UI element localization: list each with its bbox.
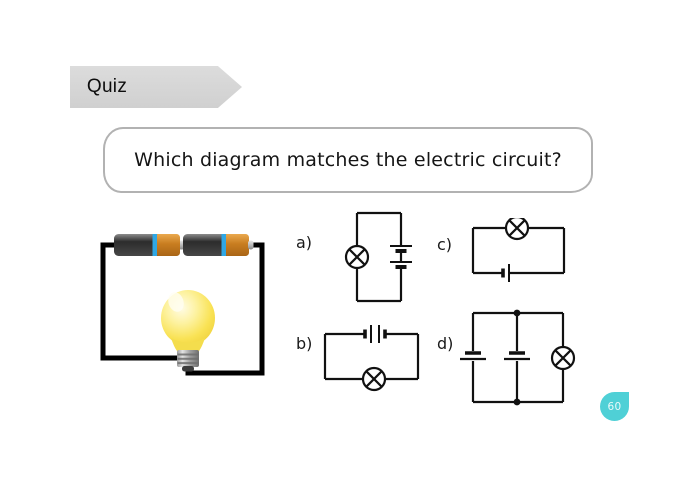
lamp-symbol: [550, 345, 576, 371]
battery-symbol: [501, 264, 510, 282]
circuit-illustration: [100, 234, 265, 376]
junction-dot: [513, 398, 521, 406]
lamp-symbol: [504, 218, 530, 241]
bulb-highlight: [168, 292, 184, 312]
diagram-b: [323, 325, 420, 392]
diagram-d: [460, 309, 576, 406]
option-d-label: d): [437, 334, 454, 353]
base-ridge: [177, 357, 199, 360]
base-tip: [182, 366, 194, 372]
question-box: Which diagram matches the electric circu…: [103, 127, 593, 193]
option-a[interactable]: a): [290, 204, 430, 310]
quiz-banner: Quiz: [70, 66, 242, 108]
option-b-label: b): [296, 334, 313, 353]
diagram-c: [471, 218, 566, 282]
quiz-banner-label: Quiz: [86, 76, 128, 97]
bulb-neck: [171, 338, 205, 351]
battery-2-band: [221, 234, 226, 256]
lamp-symbol: [361, 366, 387, 392]
base-ridge: [177, 362, 199, 365]
battery-nub-left: [179, 240, 184, 250]
light-bulb: [161, 290, 215, 372]
battery-symbol: [363, 325, 387, 343]
lamp-symbol: [344, 244, 370, 270]
page-number-badge: 60: [600, 392, 629, 421]
option-a-label: a): [296, 233, 313, 252]
battery-2-cap: [224, 234, 249, 256]
junction-dot: [513, 309, 521, 317]
option-c[interactable]: c): [432, 214, 582, 294]
option-b[interactable]: b): [290, 318, 435, 396]
option-c-label: c): [437, 235, 453, 254]
option-d[interactable]: d): [432, 300, 584, 415]
battery-symbol: [390, 245, 412, 269]
base-ridge: [177, 353, 199, 356]
question-text: Which diagram matches the electric circu…: [134, 149, 562, 171]
battery-1-band: [152, 234, 157, 256]
diagram-a: [344, 211, 412, 303]
battery-pair: [114, 234, 254, 256]
page-number: 60: [607, 400, 622, 413]
battery-nub-right: [248, 240, 254, 250]
battery-symbol: [460, 351, 530, 361]
battery-1-cap: [155, 234, 180, 256]
